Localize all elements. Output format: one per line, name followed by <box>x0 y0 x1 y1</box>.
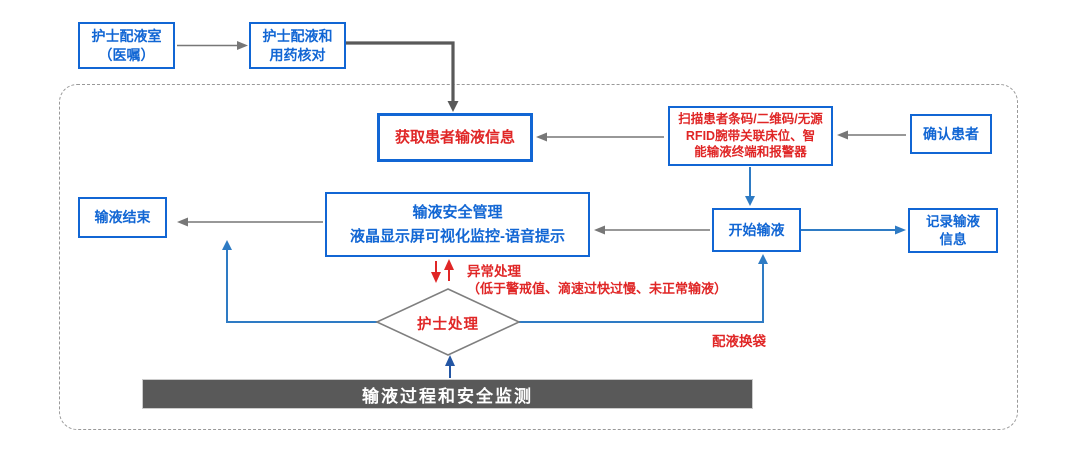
arrow-confirm-to-scan <box>837 130 906 140</box>
node-safety-line2: 液晶显示屏可视化监控-语音提示 <box>350 227 565 245</box>
arrow-abnormal-up <box>444 259 454 281</box>
monitoring-dashed-container <box>59 84 1018 430</box>
arrow-scan-to-get-info <box>536 132 664 142</box>
node-start-infusion: 开始输液 <box>712 208 801 252</box>
node-scan-line3: 能输液终端和报警器 <box>694 145 807 160</box>
node-prep-room-line1: 护士配液室 <box>91 28 162 45</box>
node-prep-check: 护士配液和 用药核对 <box>249 22 346 69</box>
monitoring-bar-label: 输液过程和安全监测 <box>362 386 533 406</box>
arrow-prep-check-to-get-info <box>346 41 459 112</box>
node-scan-line2: RFID腕带关联床位、智 <box>685 128 816 143</box>
label-abnormal-detail: （低于警戒值、滴速过快过慢、未正常输液） <box>467 281 728 296</box>
node-get-info: 获取患者输液信息 <box>377 113 533 162</box>
arrow-safety-to-end <box>177 217 323 227</box>
node-prep-room: 护士配液室 （医嘱） <box>78 22 175 69</box>
arrow-prep-room-to-prep-check <box>177 41 248 50</box>
label-abnormal-title: 异常处理 <box>467 264 521 279</box>
arrow-start-to-record <box>801 225 906 235</box>
arrow-scan-to-start <box>745 167 755 206</box>
node-scan-line1: 扫描患者条码/二维码/无源 <box>678 111 823 126</box>
node-safety-management: 输液安全管理 液晶显示屏可视化监控-语音提示 <box>325 192 590 257</box>
node-scan: 扫描患者条码/二维码/无源 RFID腕带关联床位、智 能输液终端和报警器 <box>668 106 833 166</box>
arrow-abnormal-down <box>431 261 441 283</box>
arrow-bar-to-nurse <box>445 355 455 378</box>
node-record-line2: 信息 <box>939 231 967 247</box>
node-get-info-label: 获取患者输液信息 <box>394 128 515 146</box>
node-start-infusion-label: 开始输液 <box>728 221 785 238</box>
monitoring-bar: 输液过程和安全监测 <box>142 379 753 409</box>
nurse-decision-diamond <box>375 288 521 356</box>
node-confirm-patient-label: 确认患者 <box>923 125 979 142</box>
node-safety-line1: 输液安全管理 <box>412 204 503 222</box>
node-prep-room-line2: （医嘱） <box>98 46 155 63</box>
node-confirm-patient: 确认患者 <box>910 114 992 154</box>
node-infusion-end-label: 输液结束 <box>94 209 151 226</box>
node-infusion-end: 输液结束 <box>78 197 167 238</box>
node-prep-check-line2: 用药核对 <box>269 46 326 63</box>
arrow-nurse-to-end-path <box>222 240 377 323</box>
node-record-line1: 记录输液 <box>926 213 980 229</box>
arrow-start-to-safety <box>594 225 710 235</box>
arrow-nurse-to-start <box>519 254 768 323</box>
node-nurse-handle-label: 护士处理 <box>417 317 479 333</box>
node-prep-check-line1: 护士配液和 <box>262 28 333 45</box>
label-bag-change: 配液换袋 <box>712 334 766 349</box>
node-record-info: 记录输液 信息 <box>908 208 998 253</box>
